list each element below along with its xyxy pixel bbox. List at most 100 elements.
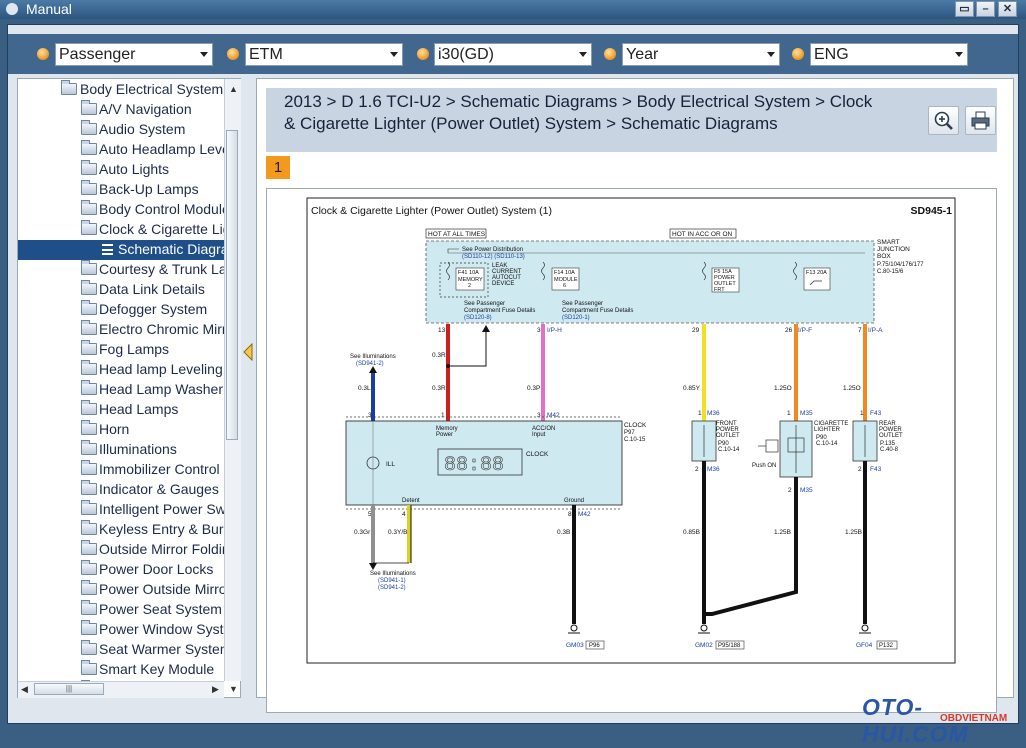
tree-item-label: Outside Mirror Folding: [99, 541, 224, 557]
tree-item[interactable]: Seat Warmer System: [18, 640, 224, 660]
scroll-left-icon[interactable]: ◀: [21, 684, 28, 694]
language-select[interactable]: ENG: [810, 43, 968, 66]
breadcrumb: [266, 88, 997, 152]
scroll-right-icon[interactable]: ▶: [212, 684, 219, 694]
folder-icon: [81, 280, 97, 295]
tree-item-label: Intelligent Power Switch: [99, 501, 224, 517]
tree-item-label: Audio System: [99, 121, 186, 137]
tree-item[interactable]: Body Control Module: [18, 200, 224, 220]
tree-item-selected[interactable]: Schematic Diagrams: [18, 240, 224, 260]
tree-item-label: Head Lamps: [99, 401, 179, 417]
tree-root[interactable]: Body Electrical System: [18, 80, 224, 100]
tree-item-label: Power Window System: [99, 621, 224, 637]
folder-icon: [81, 640, 97, 655]
folder-icon: [81, 580, 97, 595]
tree-item[interactable]: Clock & Cigarette Lighter: [18, 220, 224, 240]
document-icon: [102, 244, 113, 255]
diagram-viewport: [266, 188, 997, 713]
folder-icon: [81, 420, 97, 435]
tree-item-label: Indicator & Gauges: [99, 481, 219, 497]
tree-item[interactable]: A/V Navigation: [18, 100, 224, 120]
tree-item-label: Illuminations: [99, 441, 177, 457]
tree-item[interactable]: Keyless Entry & Burglar Alarm: [18, 520, 224, 540]
tree-item[interactable]: Audio System: [18, 120, 224, 140]
chevron-down-icon: [579, 52, 587, 57]
chevron-down-icon: [955, 52, 963, 57]
chevron-down-icon: [200, 52, 208, 57]
tree-item[interactable]: Power Seat System: [18, 600, 224, 620]
folder-icon: [81, 400, 97, 415]
printer-icon: [971, 111, 990, 130]
manual-type-value: ETM: [249, 46, 283, 63]
scroll-down-icon[interactable]: ▼: [229, 684, 238, 694]
tree-item[interactable]: Defogger System: [18, 300, 224, 320]
tree-item[interactable]: Indicator & Gauges: [18, 480, 224, 500]
tree-item-label: Keyless Entry & Burglar Alarm: [99, 521, 224, 537]
tree-item[interactable]: Fog Lamps: [18, 340, 224, 360]
collapse-arrow-icon[interactable]: [241, 78, 256, 698]
close-button[interactable]: ✕: [998, 1, 1017, 17]
tree-item[interactable]: Back-Up Lamps: [18, 180, 224, 200]
year-select[interactable]: Year: [622, 43, 780, 66]
tree-item[interactable]: Auto Lights: [18, 160, 224, 180]
folder-icon: [81, 200, 97, 215]
folder-icon: [81, 160, 97, 175]
tree-item-label: Courtesy & Trunk Lamps: [99, 261, 224, 277]
folder-icon: [81, 220, 97, 235]
folder-icon: [81, 120, 97, 135]
folder-icon: [81, 140, 97, 155]
model-select[interactable]: i30(GD): [434, 43, 592, 66]
tree-item[interactable]: Power Window System: [18, 620, 224, 640]
tree-item[interactable]: Head Lamp Washer: [18, 380, 224, 400]
folder-icon: [81, 340, 97, 355]
panel-splitter[interactable]: [241, 78, 256, 698]
tree-item-label: Immobilizer Control: [99, 461, 220, 477]
folder-icon: [81, 600, 97, 615]
tree-item[interactable]: Intelligent Power Switch: [18, 500, 224, 520]
folder-icon: [81, 320, 97, 335]
tree-item[interactable]: Power Door Locks: [18, 560, 224, 580]
scroll-up-icon[interactable]: ▲: [229, 84, 238, 94]
tree-item-label: Power Door Locks: [99, 561, 214, 577]
folder-icon: [81, 380, 97, 395]
window-titlebar: Manual: [0, 0, 1026, 19]
tree-item[interactable]: Illuminations: [18, 440, 224, 460]
tree-item[interactable]: Data Link Details: [18, 280, 224, 300]
tree-scroll-thumb[interactable]: [226, 130, 238, 440]
tree-item-label: Back-Up Lamps: [99, 181, 199, 197]
print-button[interactable]: [965, 106, 996, 135]
tree-item-label: Data Link Details: [99, 281, 205, 297]
model-value: i30(GD): [438, 46, 495, 63]
tree-item[interactable]: Courtesy & Trunk Lamps: [18, 260, 224, 280]
minimize-button[interactable]: –: [976, 1, 995, 17]
folder-icon: [81, 300, 97, 315]
tree-item[interactable]: Head Lamps: [18, 400, 224, 420]
page-number-badge[interactable]: 1: [266, 156, 290, 179]
bullet-icon: [227, 48, 239, 60]
vehicle-type-select[interactable]: Passenger: [55, 43, 213, 66]
app-icon: [6, 3, 18, 15]
breadcrumb-text: 2013 > D 1.6 TCI-U2 > Schematic Diagrams…: [284, 92, 873, 133]
tree-item-label: Head lamp Leveling: [99, 361, 223, 377]
tree-item[interactable]: Smart Key Module: [18, 660, 224, 680]
zoom-in-button[interactable]: [928, 106, 959, 135]
bullet-icon: [37, 48, 49, 60]
tree-item-label: Power Seat System: [99, 601, 222, 617]
tree-hscroll-thumb[interactable]: |||: [34, 683, 104, 695]
tree-item[interactable]: Electro Chromic Mirror: [18, 320, 224, 340]
tree-item[interactable]: Horn: [18, 420, 224, 440]
tree-item-label: Head Lamp Washer: [99, 381, 223, 397]
tree-item[interactable]: Outside Mirror Folding: [18, 540, 224, 560]
tree-item-label: Seat Warmer System: [99, 641, 224, 657]
window-title: Manual: [26, 1, 72, 17]
tree-item-label: Power Outside Mirror: [99, 581, 224, 597]
folder-icon: [81, 460, 97, 475]
tree-item-label: Smart Key Module: [99, 661, 215, 677]
tree-item[interactable]: Auto Headlamp Leveling: [18, 140, 224, 160]
restore-button[interactable]: ▭: [955, 1, 974, 17]
tree-item[interactable]: Immobilizer Control: [18, 460, 224, 480]
manual-type-select[interactable]: ETM: [245, 43, 403, 66]
tree-item[interactable]: Head lamp Leveling: [18, 360, 224, 380]
tree-item[interactable]: Power Outside Mirror: [18, 580, 224, 600]
